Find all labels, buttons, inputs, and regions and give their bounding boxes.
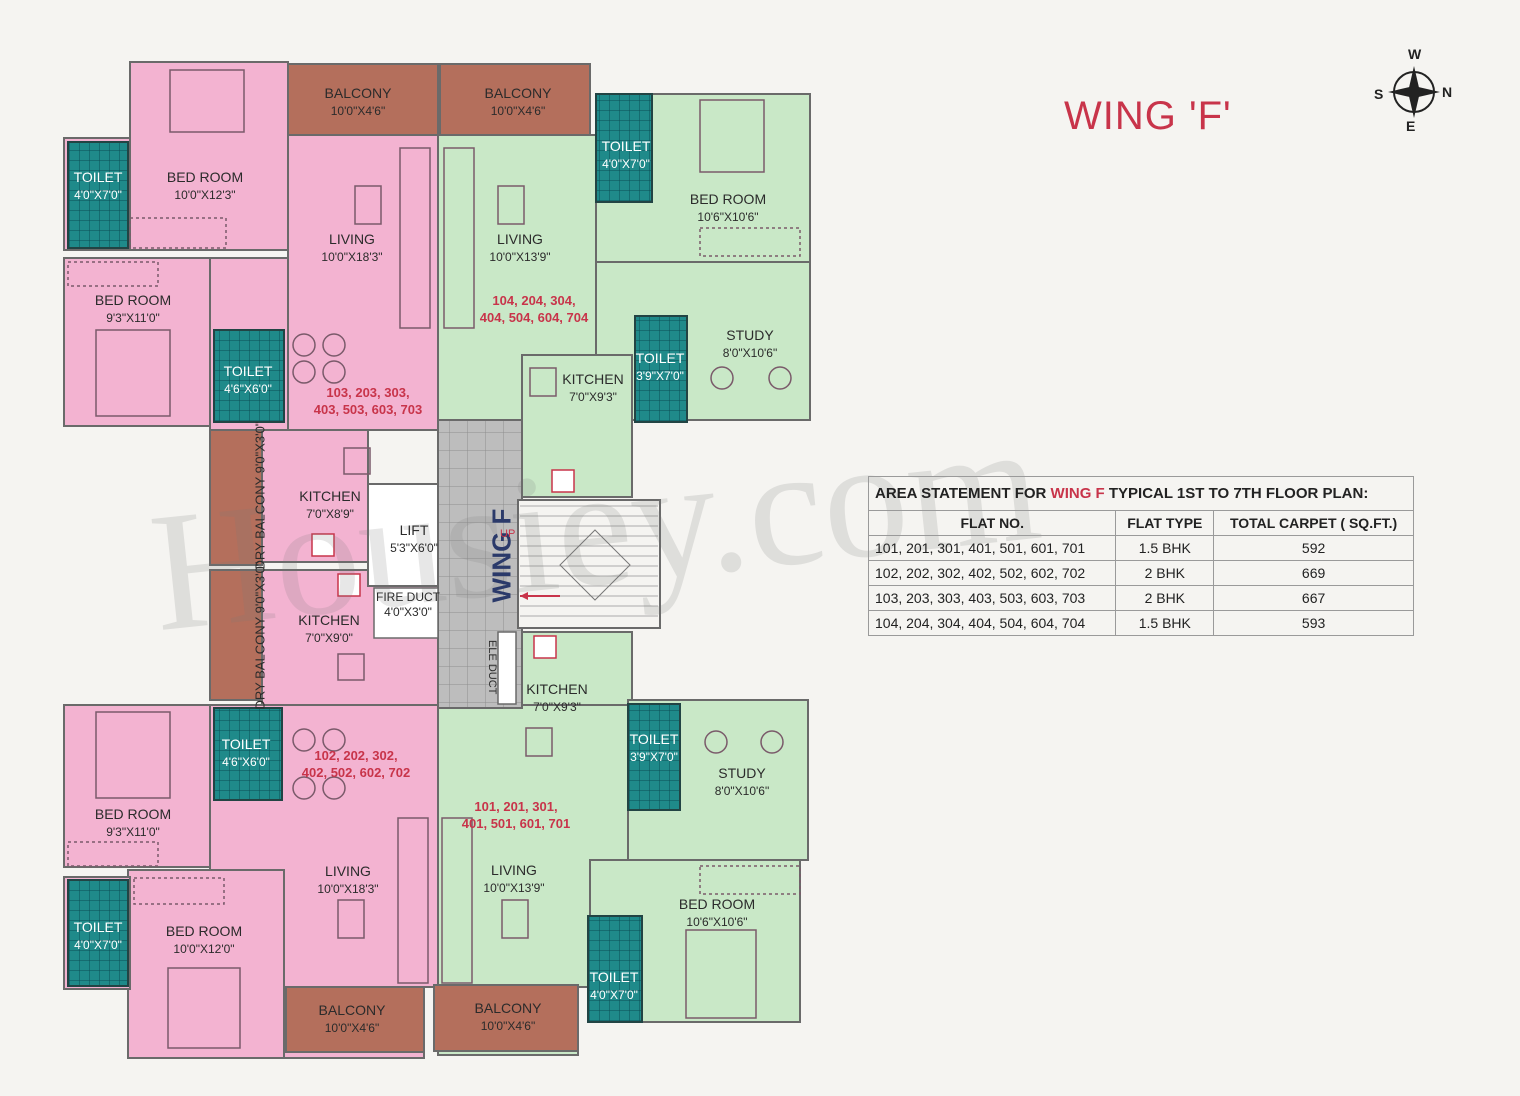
cell-flat-no: 103, 203, 303, 403, 503, 603, 703 [867, 585, 1117, 611]
page-title: WING 'F' [1064, 94, 1232, 138]
room-dry-balcony-bottom: DRY BALCONY 9'0"X3'0" [252, 561, 268, 710]
cell-flat-no: 104, 204, 304, 404, 504, 604, 704 [867, 610, 1117, 636]
area-statement-caption: AREA STATEMENT FOR WING F TYPICAL 1ST TO… [868, 476, 1414, 511]
stoves [311, 469, 575, 659]
cell-flat-type: 2 BHK [1115, 585, 1215, 611]
cell-carpet: 669 [1213, 560, 1414, 586]
compass-e: E [1406, 118, 1416, 134]
compass-w: W [1408, 46, 1422, 62]
furniture [67, 69, 801, 1049]
cell-carpet: 592 [1213, 535, 1414, 561]
lift-shaft [367, 483, 439, 587]
staircase [517, 499, 661, 629]
cell-flat-type: 2 BHK [1115, 560, 1215, 586]
balconies [209, 63, 591, 1053]
flat-label-101: 101, 201, 301,401, 501, 601, 701 [461, 799, 571, 831]
flat-label-102: 102, 202, 302,402, 502, 602, 702 [301, 748, 411, 780]
table-header-row: FLAT NO. FLAT TYPE TOTAL CARPET ( SQ.FT.… [867, 510, 1414, 536]
stair-up-label: UP [500, 528, 516, 540]
cell-flat-no: 101, 201, 301, 401, 501, 601, 701 [867, 535, 1117, 561]
room-dry-balcony-top: DRY BALCONY 9'0"X3'0" [252, 421, 268, 570]
cell-flat-type: 1.5 BHK [1115, 610, 1215, 636]
table-row: 101, 201, 301, 401, 501, 601, 701 1.5 BH… [867, 535, 1414, 561]
ele-duct [497, 631, 517, 705]
cell-flat-no: 102, 202, 302, 402, 502, 602, 702 [867, 560, 1117, 586]
table-row: 104, 204, 304, 404, 504, 604, 704 1.5 BH… [867, 610, 1414, 636]
toilets [67, 93, 688, 1023]
table-caption-row: AREA STATEMENT FOR WING F TYPICAL 1ST TO… [868, 476, 1414, 511]
fire-duct [373, 587, 439, 639]
cell-carpet: 667 [1213, 585, 1414, 611]
cell-flat-type: 1.5 BHK [1115, 535, 1215, 561]
flat-label-103: 103, 203, 303,403, 503, 603, 703 [313, 385, 423, 417]
ele-duct-label: ELE DUCT [486, 640, 498, 695]
col-flat-no: FLAT NO. [867, 510, 1117, 536]
cell-carpet: 593 [1213, 610, 1414, 636]
table-row: 102, 202, 302, 402, 502, 602, 702 2 BHK … [867, 560, 1414, 586]
compass-s: S [1374, 86, 1384, 102]
compass-n: N [1442, 84, 1453, 100]
col-total-carpet: TOTAL CARPET ( SQ.FT.) [1213, 510, 1414, 536]
compass-icon [1388, 66, 1440, 118]
col-flat-type: FLAT TYPE [1115, 510, 1215, 536]
wing-label: WING F [486, 508, 517, 603]
flat-label-104: 104, 204, 304,404, 504, 604, 704 [479, 293, 589, 325]
table-row: 103, 203, 303, 403, 503, 603, 703 2 BHK … [867, 585, 1414, 611]
area-statement-table: AREA STATEMENT FOR WING F TYPICAL 1ST TO… [867, 476, 1414, 636]
